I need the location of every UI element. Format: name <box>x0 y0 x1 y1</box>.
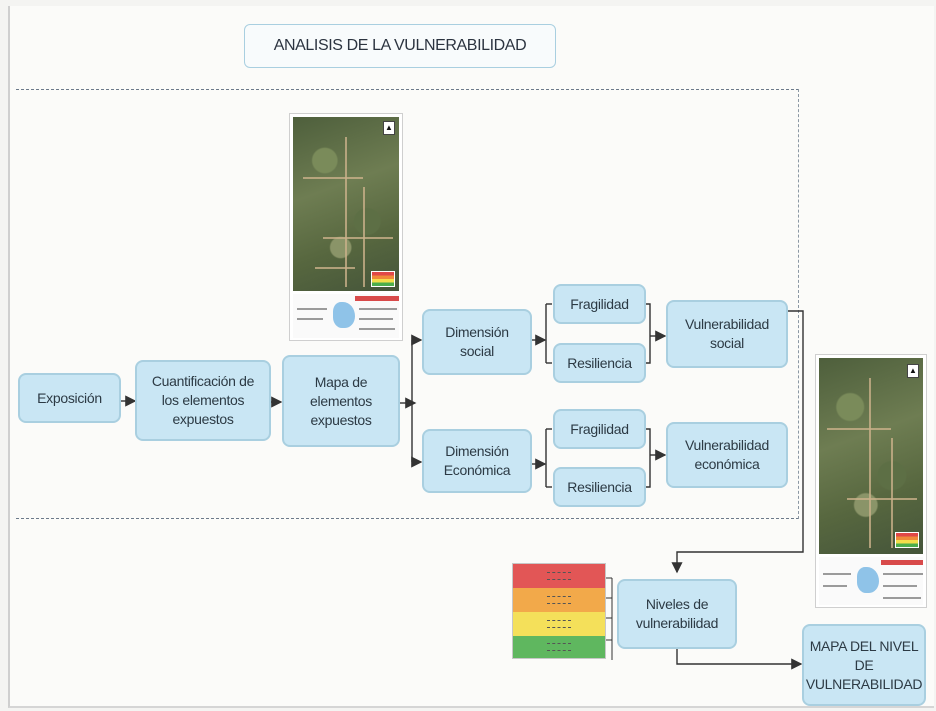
node-vulnerabilidad-social: Vulnerabilidad social <box>666 300 788 368</box>
level-band-medium <box>513 612 605 636</box>
map-thumbnail-elementos: ▲ <box>289 113 403 341</box>
node-vulnerabilidad-economica: Vulnerabilidad económica <box>666 422 788 488</box>
node-mapa-elementos: Mapa de elementos expuestos <box>282 355 400 447</box>
diagram-title: ANALISIS DE LA VULNERABILIDAD <box>244 24 556 68</box>
merge-social <box>646 303 651 364</box>
arrow-to-mapa-nivel <box>676 649 803 670</box>
node-resiliencia-economica: Resiliencia <box>553 467 646 507</box>
map-thumbnail-vulnerabilidad: ▲ <box>815 354 927 608</box>
node-fragilidad-economica: Fragilidad <box>553 409 646 449</box>
merge-economica <box>646 428 651 488</box>
node-exposicion: Exposición <box>18 373 121 423</box>
node-niveles-vulnerabilidad: Niveles de vulnerabilidad <box>617 579 737 649</box>
node-mapa-nivel-vulnerabilidad: MAPA DEL NIVEL DE VULNERABILIDAD <box>802 624 926 706</box>
node-fragilidad-social: Fragilidad <box>553 284 646 324</box>
level-band-low <box>513 636 605 658</box>
analysis-boundary <box>16 89 799 519</box>
node-cuantificacion: Cuantificación de los elementos expuesto… <box>135 360 271 441</box>
arrow-to-niveles <box>671 310 804 574</box>
level-band-high <box>513 588 605 612</box>
node-dimension-social: Dimensión social <box>422 309 532 375</box>
node-resiliencia-social: Resiliencia <box>553 343 646 383</box>
node-dimension-economica: Dimensión Económica <box>422 429 532 493</box>
vulnerability-levels-legend <box>512 563 606 659</box>
level-band-very-high <box>513 564 605 588</box>
